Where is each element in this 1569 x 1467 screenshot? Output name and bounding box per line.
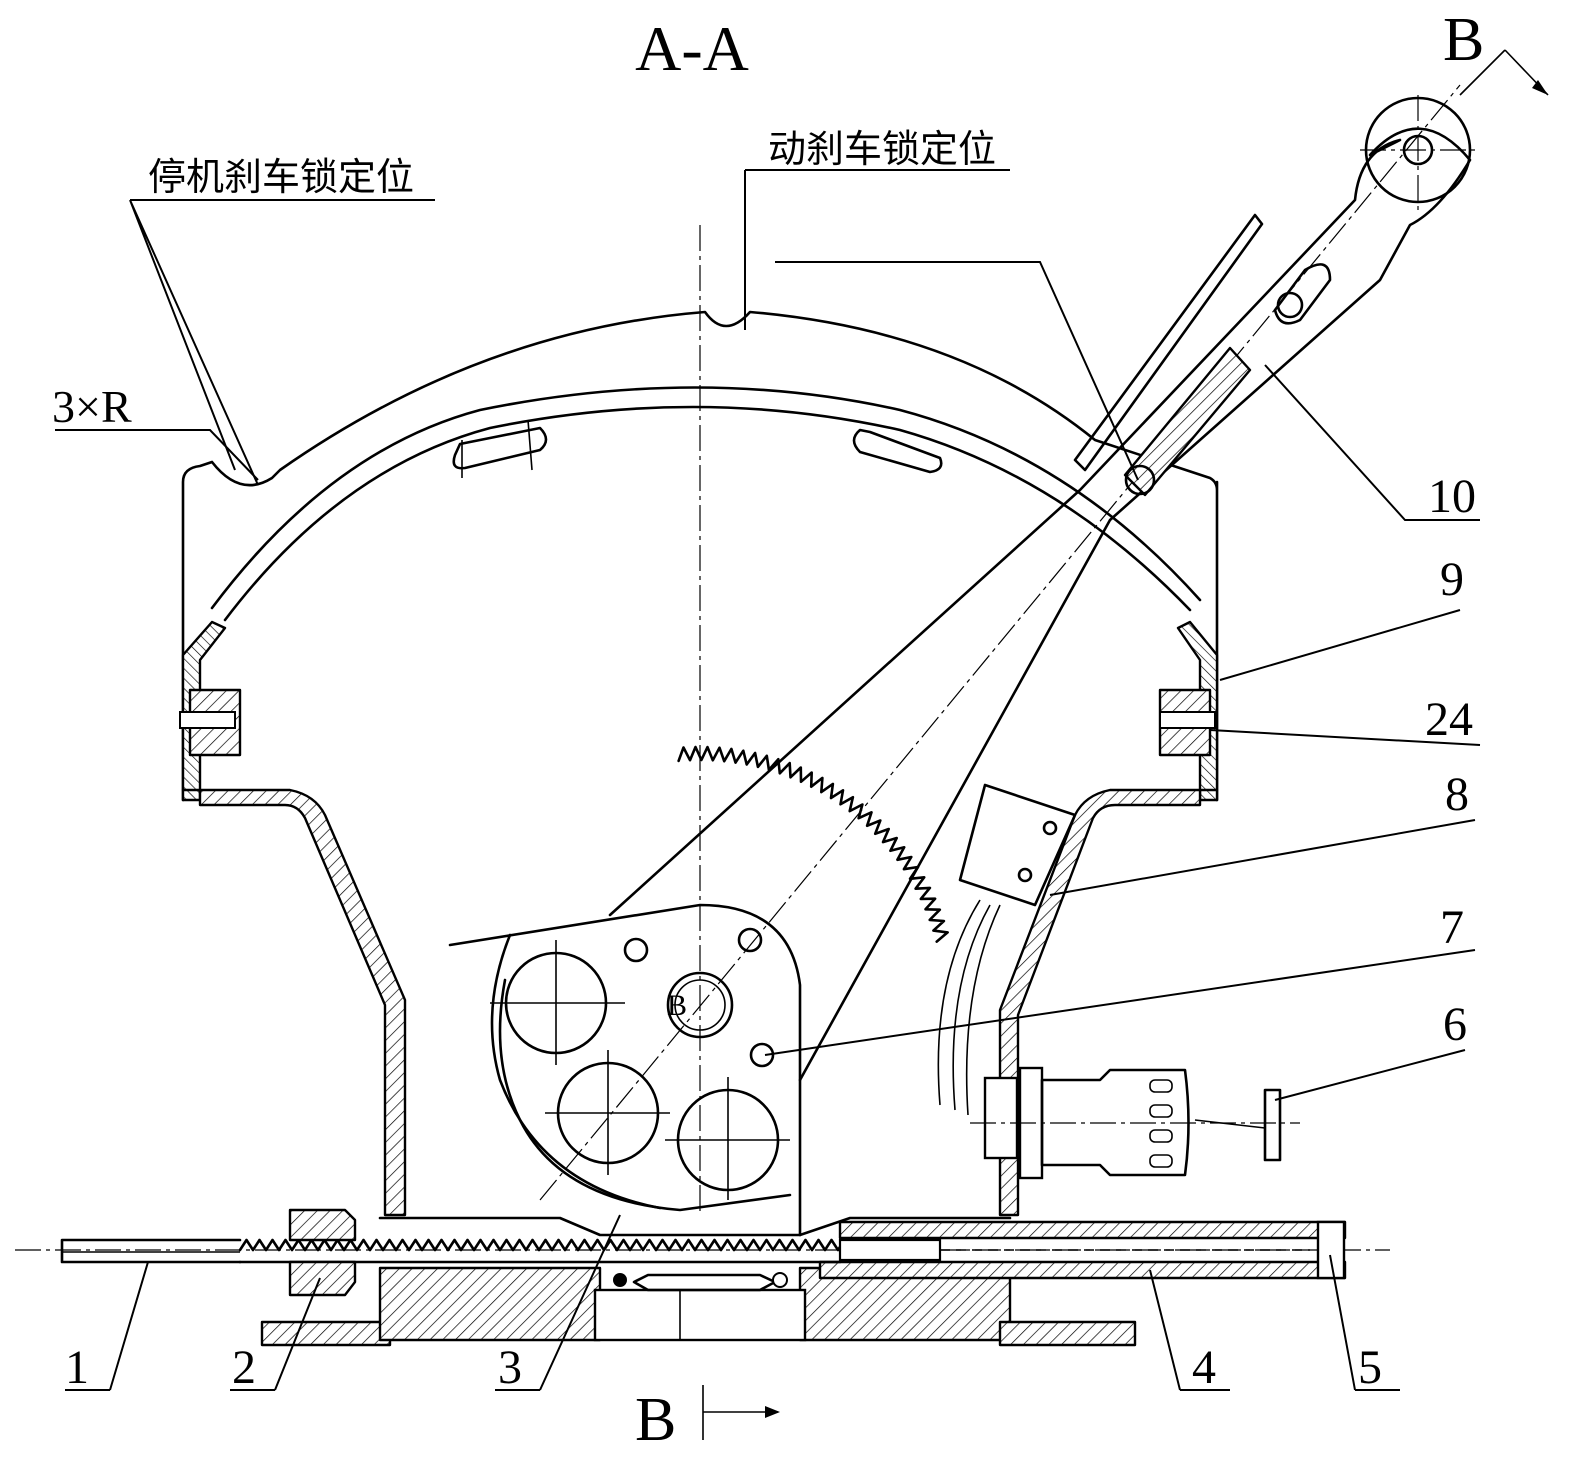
tube-end-cap [1318,1222,1344,1278]
note-moving-lock: 动刹车锁定位 [768,127,996,171]
view-title: A-A [635,13,749,84]
callout-8: 8 [1445,768,1469,821]
callout-4: 4 [1192,1341,1216,1394]
bolt-right [1160,712,1215,728]
plug-wire [1195,1120,1265,1128]
callout-7: 7 [1440,901,1464,954]
section-arrowhead-bottom [765,1406,780,1418]
slot-mark [528,420,532,470]
small-hole-2 [739,929,761,951]
callout-10: 10 [1428,470,1476,523]
switch-screw-2 [1019,869,1031,881]
callout-1: 1 [65,1341,89,1394]
rack-end [840,1240,940,1260]
lever-slot-pin [1278,293,1302,317]
callout-5: 5 [1358,1341,1382,1394]
pivot-label: B [667,989,687,1022]
tube-bottom [820,1262,1345,1278]
hole-crosshairs [490,940,790,1200]
callout-9: 9 [1440,553,1464,606]
tube-top [840,1222,1345,1238]
base-flange-right [1000,1322,1135,1345]
base-plate [262,1322,390,1345]
roller-left [613,1273,627,1287]
housing-wall-left [183,790,405,1215]
callout-2: 2 [232,1341,256,1394]
plug-cap [1265,1090,1280,1160]
base-recess [595,1290,805,1340]
note-parking-lock: 停机刹车锁定位 [148,155,414,199]
gear-sector-teeth [679,747,948,942]
rod [62,1240,240,1262]
nut-bottom [290,1262,355,1295]
rack-teeth [240,1240,851,1250]
leader-lines [55,170,1480,1390]
cover-slot-right [854,430,941,472]
callout-24: 24 [1425,693,1473,746]
small-hole-1 [625,939,647,961]
nut-top [290,1210,355,1240]
callout-6: 6 [1443,998,1467,1051]
connector-flange [985,1078,1017,1158]
section-mark-bottom: B [635,1386,676,1454]
bolt-left [180,712,235,728]
section-mark-top: B [1443,6,1484,74]
switch-screw-1 [1044,822,1056,834]
roller-right [773,1273,787,1287]
callout-3: 3 [498,1341,522,1394]
guide-slot [634,1275,775,1290]
note-radius: 3×R [52,381,132,432]
section-arrowhead-top [1532,80,1548,95]
